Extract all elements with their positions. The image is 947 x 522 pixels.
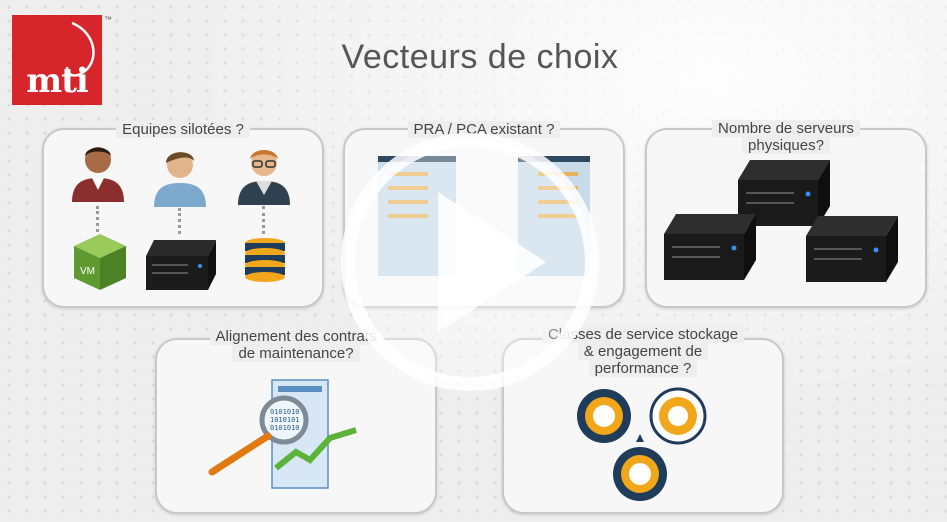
person-glasses-icon [238,150,290,205]
logo-text: mti [26,61,89,101]
database-icon [245,238,285,282]
logo-swirl-icon [65,21,95,77]
person-blue-icon [154,152,206,207]
server-icon [146,240,216,290]
svg-text:0101010: 0101010 [270,408,300,416]
connector-line [96,206,99,232]
mti-logo: mti [12,15,102,105]
play-button[interactable] [338,130,602,394]
play-icon [438,192,546,332]
card-pra-label: PRA / PCA existant ? [345,121,623,138]
card-classes-label: Classes de service stockage & engagement… [504,326,782,377]
server-icon [664,214,756,280]
svg-text:1010101: 1010101 [270,416,300,424]
server-icon [806,216,898,282]
connector-line [178,208,181,234]
slide-title: Vecteurs de choix [341,38,619,76]
vm-cube-icon: VM [74,234,126,290]
svg-text:VM: VM [80,266,95,277]
svg-text:0101010: 0101010 [270,424,300,432]
trademark-symbol: ™ [104,15,112,24]
card-equipes-label: Equipes silotées ? [44,121,322,138]
performance-gauges-icon [577,387,707,501]
connector-line [262,206,265,234]
card-alignement-label: Alignement des contrats de maintenance? [157,328,435,362]
card-serveurs-label: Nombre de serveurs physiques? [647,120,925,154]
person-red-icon [72,147,124,202]
contract-analysis-icon: 0101010 1010101 0101010 [208,379,357,489]
